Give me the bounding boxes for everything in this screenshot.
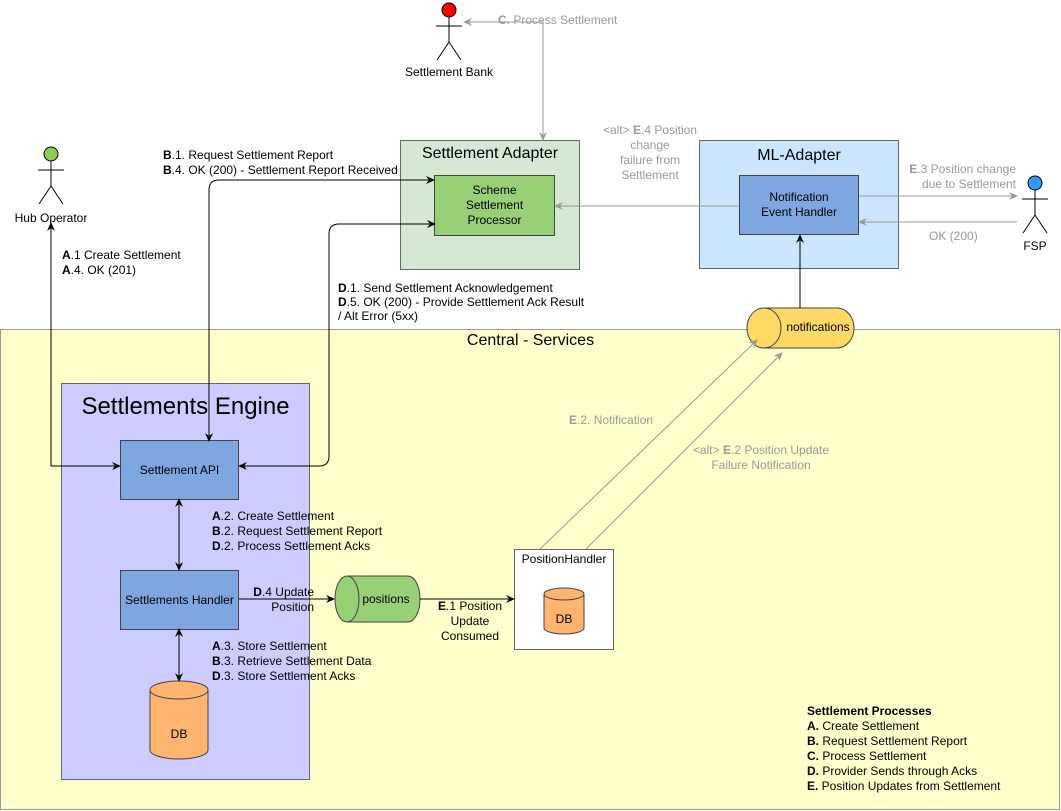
fsp-label: FSP [1023, 239, 1047, 253]
label-a4-ok-201: A.4. OK (201) [62, 263, 137, 277]
scheme-settlement-processor-box: Scheme Settlement Processor [434, 175, 555, 236]
label-b2-request-report: B.2. Request Settlement Report [212, 524, 383, 538]
settlements-engine-title: Settlements Engine [81, 393, 290, 420]
settlement-bank-label: Settlement Bank [404, 65, 494, 79]
label-e2-alt-failure: <alt> E.2 Position Update Failure Notifi… [692, 443, 830, 472]
legend-item: E. Position Updates from Settlement [807, 779, 1001, 793]
notifications-topic-label: notifications [786, 320, 850, 334]
label-ok-200: OK (200) [929, 229, 978, 243]
label-e2-notification: E.2. Notification [569, 413, 654, 427]
label-d1-send-ack: D.1. Send Settlement Acknowledgement [338, 281, 553, 295]
label-d4-update-position: D.4 Update Position [253, 585, 314, 614]
legend-item: B. Request Settlement Report [807, 734, 968, 748]
legend-title: Settlement Processes [807, 704, 932, 718]
settlement-adapter-title: Settlement Adapter [421, 145, 559, 162]
settlement-bank-actor-icon [436, 2, 462, 61]
settlement-api-box: Settlement API [120, 440, 239, 500]
ml-adapter-title: ML-Adapter [757, 147, 841, 164]
label-e4-position-change-failure: <alt> E.4 Position change failure from S… [602, 123, 698, 182]
arrow-c-process-settlement [463, 18, 547, 141]
label-b1-request-report: B.1. Request Settlement Report [163, 148, 334, 162]
hub-operator-label: Hub Operator [14, 211, 88, 225]
label-e3-position-change: E.3 Position change due to Settlement [909, 162, 1016, 191]
hub-operator-actor-icon [38, 146, 64, 205]
label-c-process-settlement: C. Process Settlement [498, 13, 618, 27]
positions-topic-label: positions [362, 592, 410, 606]
label-b3-retrieve-data: B.3. Retrieve Settlement Data [212, 654, 372, 668]
label-a2-create-settlement: A.2. Create Settlement [212, 509, 335, 523]
fsp-actor-icon [1022, 175, 1048, 234]
settlements-handler-box: Settlements Handler [120, 570, 239, 630]
label-d3-store-acks: D.3. Store Settlement Acks [212, 669, 356, 683]
position-handler-title: PositionHandler [521, 552, 607, 566]
label-b4-report-received: B.4. OK (200) - Settlement Report Receiv… [163, 163, 398, 177]
legend-item: A. Create Settlement [807, 719, 920, 733]
notification-event-handler-box: Notification Event Handler [739, 175, 859, 235]
legend-item: D. Provider Sends through Acks [807, 764, 978, 778]
label-a3-store-settlement: A.3. Store Settlement [212, 639, 327, 653]
position-db-label: DB [555, 612, 573, 626]
legend-item: C. Process Settlement [807, 749, 927, 763]
engine-db-label: DB [170, 727, 188, 741]
label-d5-alt-error: / Alt Error (5xx) [338, 309, 419, 323]
legend: Settlement Processes A. Create Settlemen… [807, 704, 1000, 794]
label-a1-create-settlement: A.1 Create Settlement [62, 248, 181, 262]
label-d5-ack-result: D.5. OK (200) - Provide Settlement Ack R… [338, 295, 585, 309]
label-d2-process-acks: D.2. Process Settlement Acks [212, 539, 371, 553]
label-e1-position-consumed: E.1 Position Update Consumed [437, 599, 503, 643]
central-services-title: Central - Services [466, 332, 595, 349]
